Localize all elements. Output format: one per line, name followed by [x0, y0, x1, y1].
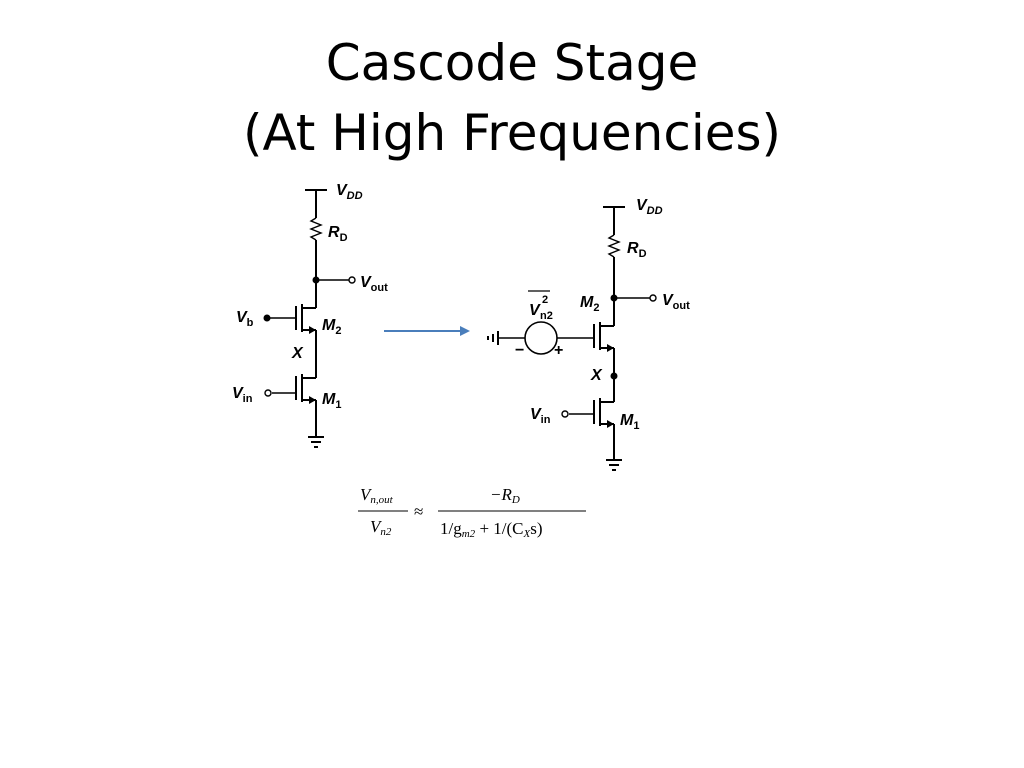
transfer-function-equation: Vn,out Vn2 ≈ −RD 1/gm2 + 1/(CXs): [358, 485, 586, 540]
right-rd-label: RD: [627, 240, 647, 260]
left-vdd-label: VDD: [336, 182, 363, 202]
noise-minus-sign: −: [515, 342, 524, 359]
right-ground-symbol: [606, 459, 622, 471]
left-rd-label: RD: [328, 224, 348, 244]
right-vin-label: Vin: [530, 406, 551, 426]
noise-source-label: V: [529, 302, 541, 319]
noise-plus-sign: +: [554, 342, 563, 359]
right-m1-label: M1: [620, 412, 639, 432]
noise-source-sub: n2: [540, 310, 553, 322]
right-m2-label: M2: [580, 294, 599, 314]
left-node-x-label: X: [291, 345, 304, 362]
right-m1-transistor: [561, 398, 615, 459]
left-vout-terminal: [348, 276, 356, 284]
left-rd-resistor: [309, 217, 323, 241]
title-line-2: (At High Frequencies): [242, 104, 782, 162]
left-vin-label: Vin: [232, 385, 253, 405]
left-m1-transistor: [264, 374, 317, 436]
eq-rhs-numerator: −RD: [490, 485, 520, 506]
eq-lhs-denominator: Vn2: [370, 517, 392, 538]
noise-source-sup: 2: [542, 294, 548, 306]
left-vout-label: Vout: [360, 274, 388, 294]
eq-approx-sign: ≈: [414, 502, 423, 521]
noise-voltage-source: [487, 321, 558, 355]
title-line-1: Cascode Stage: [325, 34, 699, 92]
right-rd-resistor: [607, 234, 621, 258]
right-node-x-label: X: [590, 367, 603, 384]
left-vb-label: Vb: [236, 309, 254, 329]
eq-rhs-denominator: 1/gm2 + 1/(CXs): [440, 519, 543, 540]
eq-lhs-numerator: Vn,out: [360, 485, 394, 506]
right-node-x-dot: [610, 372, 618, 380]
left-ground-symbol: [308, 436, 324, 448]
right-vout-terminal: [649, 294, 657, 302]
left-m2-label: M2: [322, 317, 341, 337]
right-cascode-circuit: − + V 2 n2 VDD RD Vout M2 X Vin M1: [487, 197, 690, 471]
left-m1-label: M1: [322, 391, 341, 411]
right-vdd-label: VDD: [636, 197, 663, 217]
right-vout-label: Vout: [662, 292, 690, 312]
left-cascode-circuit: VDD RD Vout Vb M2 X Vin M1: [232, 182, 388, 448]
right-m2-transistor: [557, 322, 615, 402]
left-m2-transistor: [263, 304, 317, 378]
slide-title: Cascode Stage (At High Frequencies): [0, 28, 1024, 168]
transform-arrow: [384, 326, 470, 336]
